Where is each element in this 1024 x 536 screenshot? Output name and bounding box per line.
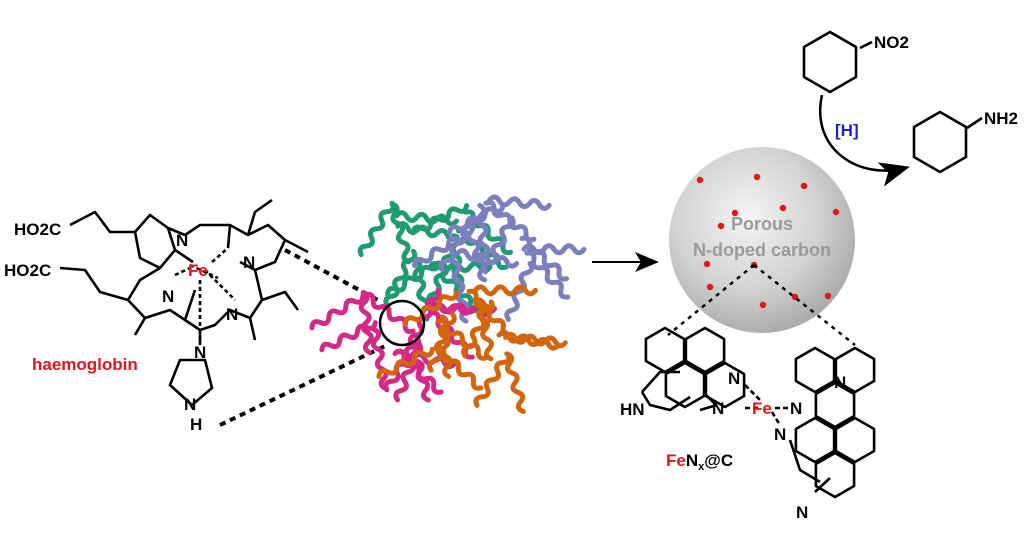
hydrogenation-arrow [819,94,910,187]
protein-helix [395,221,460,242]
active-site-dot [731,209,739,217]
protein-helix [455,248,520,269]
protein-helix [472,284,538,297]
haemoglobin-label: haemoglobin [32,355,138,374]
protein-helix [407,287,442,347]
active-site-dot [759,301,767,309]
aromatic-ring [794,346,836,394]
aromatic-ring [684,326,726,374]
protein-helix [358,290,374,355]
protein-helix [309,293,366,331]
protein-helix [476,297,494,362]
aromatic-ring [814,451,856,499]
aromatic-ring [802,30,858,94]
substituent-bonds [859,40,983,130]
iron-label: Fe [752,399,772,418]
active-site-dot [717,222,725,230]
aromatic-ring [834,346,876,394]
reagent-label: [H] [835,121,859,140]
aromatic-ring [664,361,706,409]
sphere-text-porous: Porous [731,214,793,234]
protein-helix [486,194,552,211]
active-site-dot [832,208,840,216]
active-site-dot [696,176,704,184]
nitrogen-label: N [243,253,255,272]
nitrogen-label: N [728,369,740,388]
aromatic-ring [704,361,746,409]
nitrogen-label: N [184,395,196,414]
haem-structure [59,198,309,407]
aromatic-ring [912,110,968,174]
protein-helix [465,219,488,283]
active-site-dot [800,182,808,190]
active-site-dot [753,173,761,181]
protein-helix [371,327,389,391]
protein-helix [438,215,477,272]
fenx-bonds [640,370,718,412]
protein-helix [524,250,571,300]
nitrogen-label: N [712,399,724,418]
protein-helix [521,243,587,256]
aromatic-ring [794,416,836,464]
nitrogen-label: N [796,503,808,522]
nitrogen-label: N [226,305,238,324]
nitrogen-label: N [162,287,174,306]
active-site-dot [706,283,714,291]
protein-helix [357,200,396,258]
nitrogen-label: N [774,425,786,444]
protein-helix [475,202,491,268]
nitro-group-label: NO2 [874,33,909,52]
protein-helix [383,248,418,308]
active-site-dots [696,173,840,309]
ring-structures [644,30,968,499]
active-site-dot [779,204,787,212]
nitrogen-label: N [194,343,206,362]
porous-carbon-sphere [669,147,855,333]
protein-helix [519,235,570,282]
protein-helix [461,299,495,359]
nitrogen-label: N [176,231,188,250]
haem-site-circle [378,299,426,347]
fenx-bonds-lower [788,439,831,493]
protein-helix [504,351,526,414]
protein-helix [319,320,378,353]
acid-label: HO2C [14,220,61,239]
active-site-dot [824,292,832,300]
haemoglobin-protein-image [309,194,587,414]
protein-helix [473,351,512,408]
protein-helix [376,346,435,380]
fe-n-coordination [174,247,236,340]
protein-helix [437,314,454,380]
iron-label: Fe [188,261,208,280]
fenx-label: FeNx@C [666,451,733,473]
protein-helix [412,231,468,269]
protein-helix [466,288,513,338]
acid-label: HO2C [4,261,51,280]
active-site-dot [703,260,711,268]
zoom-dash-line [219,344,386,427]
zoom-dotted-lines [667,264,856,346]
hydrogen-label: H [190,415,202,434]
protein-helix [504,260,535,322]
nitrogen-label: N [790,399,802,418]
sphere-text-ndoped: N-doped carbon [693,240,831,260]
aromatic-ring [834,416,876,464]
amine-label: HN [620,400,645,419]
nitrogen-label: N [834,373,846,392]
protein-helix [389,201,412,265]
protein-helix [426,311,457,373]
protein-helix [403,289,459,327]
amine-group-label: NH2 [984,109,1018,128]
aromatic-ring [814,381,856,429]
